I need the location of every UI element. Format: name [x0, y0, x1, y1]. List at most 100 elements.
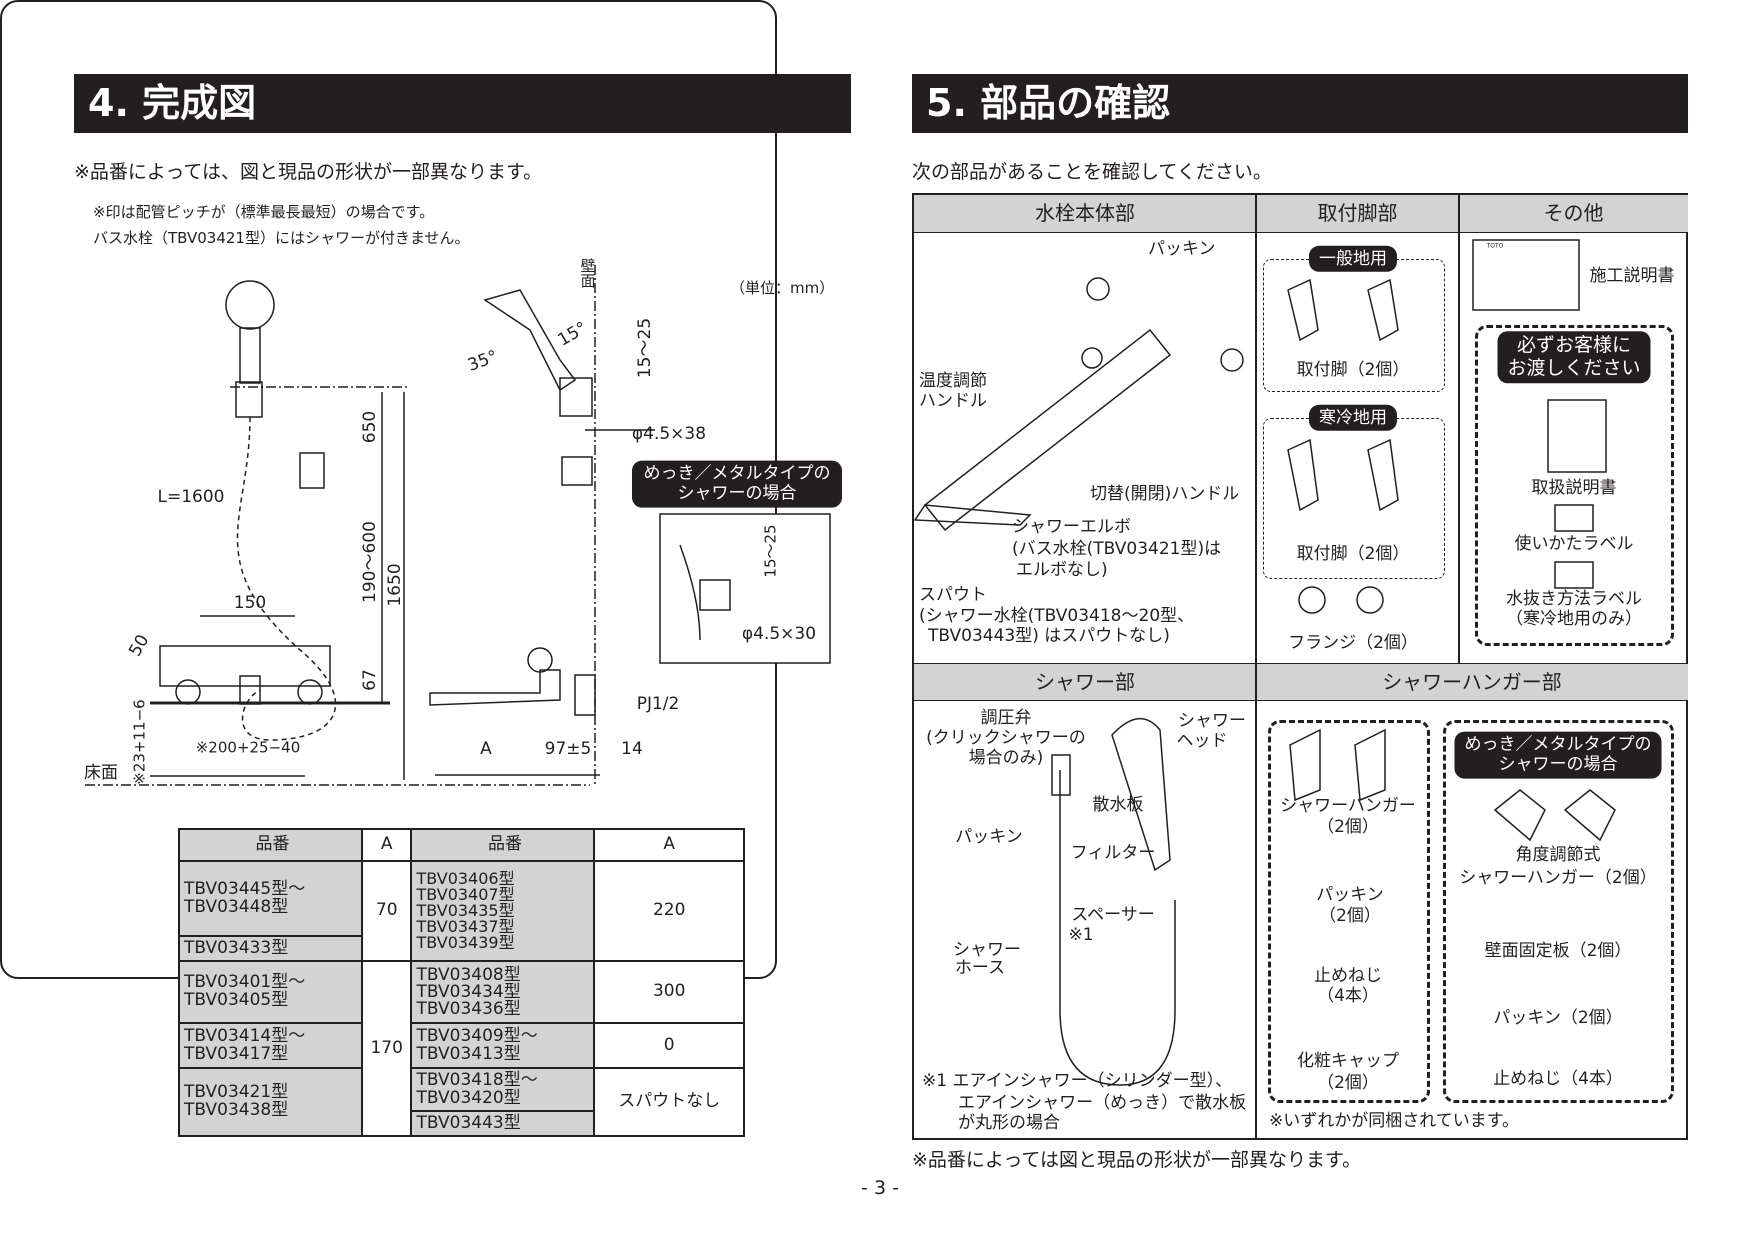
label-flange: フランジ（2個）	[1288, 633, 1418, 654]
table-cell: TBV03401型〜 TBV03405型	[178, 960, 363, 1024]
header-hanger: シャワーハンガー部	[1256, 663, 1688, 701]
screw-38: φ4.5×38	[631, 424, 707, 445]
wall-label: 壁面	[578, 258, 597, 288]
dim-67: 67	[360, 669, 381, 691]
badge-line-1: めっき／メタルタイプの	[1464, 734, 1652, 755]
dim-150: 150	[233, 593, 267, 614]
footnote-3: が丸形の場合	[958, 1113, 1060, 1133]
label-angle-hanger: 角度調節式	[1515, 845, 1601, 866]
bottom-note: ※品番によっては図と現品の形状が一部異なります。	[912, 1149, 1362, 1171]
table-cell: 220	[593, 860, 745, 962]
standard-hanger-group	[1268, 720, 1430, 1103]
metal-hanger-group	[1443, 720, 1674, 1103]
label-packing: パッキン	[1148, 239, 1216, 259]
inset-dim-15-25: 15〜25	[761, 524, 780, 578]
toto-logo: TOTO	[1486, 242, 1504, 250]
dim-650: 650	[360, 410, 381, 444]
footnote-1: ※1 エアインシャワー（シリンダー型）、	[922, 1071, 1233, 1091]
label-either: ※いずれかが同梱されています。	[1268, 1111, 1520, 1132]
user-manual-icon	[1547, 399, 1607, 473]
label-drain-2: （寒冷地用のみ）	[1506, 609, 1642, 630]
table-cell: TBV03409型〜 TBV03413型	[410, 1022, 596, 1069]
faucet-body-front	[159, 645, 331, 687]
label-leg-general: 取付脚（2個）	[1296, 360, 1410, 381]
dim-200: ※200+25−40	[195, 738, 301, 757]
dim-190-600: 190〜600	[360, 521, 381, 603]
shower-head-illustration	[1111, 717, 1171, 872]
table-cell: 0	[593, 1022, 745, 1069]
label-spacer-note: ※1	[1068, 925, 1094, 946]
label-user-manual: 取扱説明書	[1531, 478, 1617, 499]
label-spacer: スペーサー	[1071, 905, 1155, 926]
table-cell: 170	[360, 960, 413, 1137]
dim-97: 97±5	[544, 739, 592, 760]
label-spout: スパウト	[919, 585, 987, 605]
label-metal-screws: 止めねじ（4本）	[1493, 1069, 1623, 1090]
label-hanger-packing-qty: （2個）	[1319, 906, 1381, 927]
label-spout-2: (シャワー水栓(TBV03418〜20型、	[919, 606, 1195, 626]
badge-line-1: 必ずお客様に	[1516, 334, 1632, 357]
badge-line-2: お渡しください	[1507, 357, 1641, 379]
table-cell: TBV03414型〜 TBV03417型	[178, 1022, 363, 1069]
label-cap-qty: （2個）	[1317, 1073, 1379, 1094]
label-hose: シャワー	[953, 940, 1021, 961]
label-drain: 水抜き方法ラベル	[1506, 589, 1642, 610]
dim-a: A	[480, 739, 492, 760]
label-leg-cold: 取付脚（2個）	[1296, 544, 1410, 565]
floor-label: 床面	[84, 763, 118, 784]
dim-1650: 1650	[385, 563, 406, 607]
right-note: 次の部品があることを確認してください。	[912, 161, 1272, 183]
label-elbow-2: (バス水栓(TBV03421型)は	[1012, 539, 1222, 559]
general-badge: 一般地用	[1309, 245, 1397, 273]
header-legs: 取付脚部	[1256, 195, 1459, 233]
table-cell: TBV03406型 TBV03407型 TBV03435型 TBV03437型 …	[410, 860, 596, 962]
parts-table: 水栓本体部 取付脚部 その他 シャワー部 シャワーハンガー部	[912, 193, 1688, 1140]
label-spout-3: TBV03443型) はスパウトなし)	[928, 626, 1170, 646]
pitch-note: ※印は配管ピッチが（標準最長最短）の場合です。	[93, 203, 435, 221]
label-hose-2: ホース	[954, 958, 1006, 979]
label-screws-qty: （4本）	[1317, 986, 1379, 1007]
label-head-2: ヘッド	[1176, 731, 1228, 752]
label-metal-packing: パッキン（2個）	[1493, 1008, 1623, 1029]
table-cell: TBV03408型 TBV03434型 TBV03436型	[410, 960, 596, 1024]
label-usage: 使いかたラベル	[1514, 534, 1634, 555]
col-a: A	[360, 828, 413, 862]
col-a: A	[593, 828, 745, 862]
col-model: 品番	[410, 828, 596, 862]
shower-head-front	[225, 280, 275, 330]
label-valve-2: (クリックシャワーの	[926, 728, 1086, 749]
header-faucet-body: 水栓本体部	[914, 195, 1256, 233]
label-elbow: シャワーエルボ	[1012, 517, 1131, 537]
left-note: ※品番によっては、図と現品の形状が一部異なります。	[74, 161, 543, 183]
label-wall-plate: 壁面固定板（2個）	[1484, 941, 1632, 962]
header-shower: シャワー部	[914, 663, 1256, 701]
faucet-side	[429, 669, 561, 706]
dim-23: ※23+11−6	[130, 699, 149, 785]
label-plate: 散水板	[1092, 795, 1144, 816]
shower-head-side	[483, 289, 577, 392]
install-manual-icon	[1472, 239, 1580, 311]
label-elbow-3: エルボなし)	[1016, 560, 1108, 580]
label-hanger-packing: パッキン	[1316, 885, 1384, 906]
page-number: - 3 -	[861, 1177, 899, 1200]
table-cell: TBV03443型	[410, 1110, 596, 1137]
label-filter: フィルター	[1070, 843, 1156, 864]
label-packing-shower: パッキン	[955, 827, 1023, 848]
cold-badge: 寒冷地用	[1309, 404, 1397, 432]
section-5-title: 5. 部品の確認	[912, 74, 1688, 133]
table-cell: TBV03421型 TBV03438型	[178, 1067, 363, 1137]
dim-14: 14	[621, 739, 643, 760]
label-valve-3: 場合のみ)	[968, 748, 1044, 769]
section-4-title: 4. 完成図	[74, 74, 851, 133]
label-head: シャワー	[1178, 711, 1246, 732]
label-install-manual: 施工説明書	[1589, 266, 1675, 287]
badge-line-2: シャワーの場合	[1498, 755, 1618, 775]
table-cell: スパウトなし	[593, 1067, 745, 1137]
label-angle-hanger-2: シャワーハンガー（2個）	[1459, 868, 1657, 889]
table-cell: TBV03418型〜 TBV03420型	[410, 1067, 596, 1112]
footnote-2: エアインシャワー（めっき）で散水板	[958, 1093, 1247, 1113]
unit-label: （単位：mm）	[730, 279, 835, 297]
table-cell: 300	[593, 960, 745, 1024]
